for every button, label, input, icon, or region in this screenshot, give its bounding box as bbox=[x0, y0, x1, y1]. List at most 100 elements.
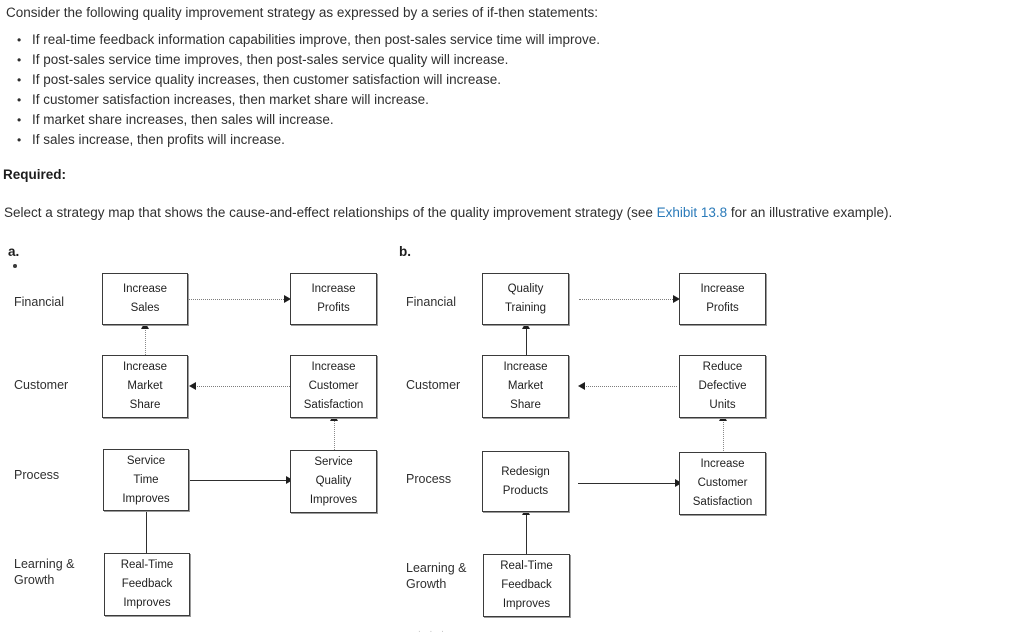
perspective-label-learning-growth: Learning & Growth bbox=[406, 560, 466, 592]
connector-sales-to-profits bbox=[189, 299, 286, 300]
node-line: Service bbox=[314, 456, 353, 468]
connector-defective-units-to-market-share bbox=[584, 386, 677, 387]
list-item: If real-time feedback information capabi… bbox=[0, 30, 1000, 50]
node-line: Quality bbox=[315, 475, 352, 487]
node-line: Increase bbox=[311, 361, 356, 373]
node-line: Units bbox=[709, 399, 736, 411]
perspective-label-process: Process bbox=[14, 468, 60, 482]
node-line: Defective bbox=[698, 380, 747, 392]
node-increase-profits[interactable]: Increase Profits bbox=[290, 273, 377, 325]
connector-market-share-to-sales bbox=[145, 325, 146, 355]
node-line: Satisfaction bbox=[303, 399, 364, 411]
node-line: Profits bbox=[317, 302, 350, 314]
node-line: Increase bbox=[700, 283, 745, 295]
node-line: Share bbox=[510, 399, 541, 411]
node-line: Market bbox=[507, 380, 544, 392]
if-then-statement-list: If real-time feedback information capabi… bbox=[0, 30, 1000, 150]
required-text-after: for an illustrative example). bbox=[727, 205, 893, 220]
node-line: Time bbox=[133, 473, 159, 486]
node-service-quality-improves[interactable]: Service Quality Improves bbox=[290, 450, 377, 513]
node-line: Market bbox=[127, 380, 163, 392]
list-item: If post-sales service quality increases,… bbox=[0, 70, 1000, 90]
list-item: If post-sales service time improves, the… bbox=[0, 50, 1000, 70]
list-item: If sales increase, then profits will inc… bbox=[0, 130, 1000, 150]
node-increase-customer-satisfaction[interactable]: Increase Customer Satisfaction bbox=[290, 355, 377, 418]
node-line: Increase bbox=[122, 283, 168, 295]
node-line: Increase bbox=[311, 283, 356, 295]
connector-satisfaction-to-defective-units bbox=[723, 418, 724, 451]
node-line: Customer bbox=[697, 477, 748, 489]
node-increase-profits[interactable]: Increase Profits bbox=[679, 273, 766, 325]
node-line: Training bbox=[504, 302, 547, 314]
connector-quality-training-to-profits bbox=[579, 299, 675, 300]
perspective-label-line2: Growth bbox=[14, 573, 55, 587]
node-line: Improves bbox=[123, 597, 171, 609]
arrowhead-defective-units-to-market-share bbox=[578, 382, 585, 390]
connector-feedback-to-redesign bbox=[526, 512, 527, 554]
list-item: If customer satisfaction increases, then… bbox=[0, 90, 1000, 110]
perspective-label-financial: Financial bbox=[406, 295, 457, 309]
connector-feedback-to-service-time bbox=[146, 509, 147, 554]
node-line: Quality bbox=[507, 283, 544, 295]
stray-bullet-dot bbox=[13, 264, 17, 268]
connector-redesign-to-satisfaction bbox=[578, 483, 677, 484]
node-line: Reduce bbox=[702, 361, 743, 373]
option-a-letter: a. bbox=[8, 244, 20, 259]
node-quality-training[interactable]: Quality Training bbox=[482, 273, 569, 325]
perspective-label-customer: Customer bbox=[14, 378, 69, 392]
perspective-label-process: Process bbox=[406, 472, 452, 486]
perspective-label-line2: Growth bbox=[406, 577, 447, 591]
node-line: Sales bbox=[130, 302, 160, 314]
node-line: Satisfaction bbox=[692, 496, 753, 508]
arrowhead-market-share-to-quality-training bbox=[522, 322, 530, 329]
node-line: Increase bbox=[122, 361, 168, 373]
node-line: Increase bbox=[700, 458, 745, 470]
connector-market-share-to-quality-training bbox=[526, 325, 527, 355]
node-line: Real-Time bbox=[500, 560, 553, 572]
node-line: Customer bbox=[308, 380, 359, 392]
node-line: Service bbox=[126, 454, 166, 467]
exhibit-13-8-link[interactable]: Exhibit 13.8 bbox=[656, 205, 728, 220]
strategy-map-option-b[interactable]: Financial Customer Process Learning & Gr… bbox=[390, 260, 790, 635]
required-instruction: Select a strategy map that shows the cau… bbox=[4, 205, 892, 220]
node-line: Increase bbox=[503, 361, 548, 373]
arrowhead-service-time-to-service-quality bbox=[286, 476, 293, 484]
node-line: Improves bbox=[502, 598, 551, 610]
perspective-label-financial: Financial bbox=[14, 295, 65, 309]
connector-satisfaction-to-market-share bbox=[195, 386, 290, 387]
node-reduce-defective-units[interactable]: Reduce Defective Units bbox=[679, 355, 766, 418]
node-real-time-feedback-improves[interactable]: Real-Time Feedback Improves bbox=[483, 554, 570, 617]
connector-service-time-to-service-quality bbox=[190, 480, 288, 481]
node-increase-market-share[interactable]: Increase Market Share bbox=[482, 355, 569, 418]
node-line: Feedback bbox=[501, 579, 552, 591]
option-b-letter: b. bbox=[399, 244, 411, 259]
node-increase-customer-satisfaction[interactable]: Increase Customer Satisfaction bbox=[679, 452, 766, 515]
node-increase-sales[interactable]: Increase Sales bbox=[102, 273, 188, 325]
node-service-time-improves[interactable]: Service Time Improves bbox=[103, 449, 189, 511]
node-line: Feedback bbox=[121, 578, 173, 590]
strategy-map-option-a[interactable]: Financial Customer Process Learning & Gr… bbox=[0, 260, 400, 634]
arrowhead-sales-to-profits bbox=[284, 295, 291, 303]
arrowhead-redesign-to-satisfaction bbox=[675, 479, 682, 487]
node-line: Products bbox=[502, 484, 549, 497]
perspective-label-learning-growth: Learning & Growth bbox=[14, 556, 74, 588]
intro-paragraph: Consider the following quality improveme… bbox=[6, 5, 599, 20]
arrowhead-market-share-to-sales bbox=[141, 322, 149, 329]
arrowhead-quality-training-to-profits bbox=[673, 295, 680, 303]
page-artifact: . . . bbox=[418, 624, 447, 635]
required-text-before: Select a strategy map that shows the cau… bbox=[4, 205, 657, 220]
connector-service-quality-to-satisfaction bbox=[334, 418, 335, 450]
perspective-label-line1: Learning & bbox=[14, 557, 75, 571]
list-item: If market share increases, then sales wi… bbox=[0, 110, 1000, 130]
node-line: Real-Time bbox=[120, 559, 174, 571]
node-real-time-feedback-improves[interactable]: Real-Time Feedback Improves bbox=[104, 553, 190, 616]
node-line: Improves bbox=[122, 492, 170, 505]
node-line: Share bbox=[129, 399, 161, 411]
arrowhead-satisfaction-to-market-share bbox=[189, 382, 196, 390]
node-line: Profits bbox=[706, 302, 739, 314]
required-heading: Required: bbox=[3, 167, 67, 182]
perspective-label-customer: Customer bbox=[406, 378, 461, 392]
node-increase-market-share[interactable]: Increase Market Share bbox=[102, 355, 188, 418]
node-redesign-products[interactable]: Redesign Products bbox=[482, 451, 569, 512]
node-line: Improves bbox=[309, 494, 358, 506]
